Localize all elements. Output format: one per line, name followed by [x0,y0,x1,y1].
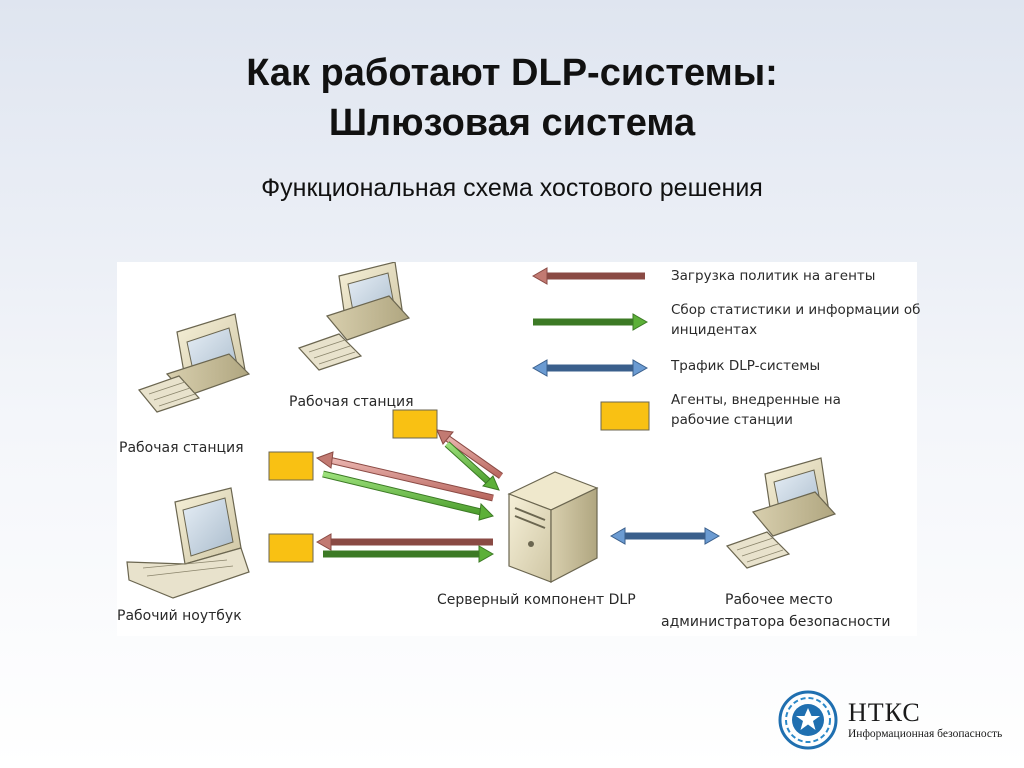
legend-traffic-arrow [531,359,649,377]
diagram-panel: Рабочая станция Рабочая станция Рабочий … [117,262,920,636]
admin-workstation-icon [725,457,837,569]
arrow-stats-top [444,441,500,491]
workstation-top-icon [297,262,411,371]
label-workstation-left: Рабочая станция [119,440,244,456]
legend-agent-swatch [600,401,650,431]
agent-laptop-box [268,533,314,563]
arrow-policy-left [315,451,494,502]
diagram-canvas [126,262,837,599]
server-icon [507,471,599,583]
label-laptop: Рабочий ноутбук [117,608,242,624]
arrow-stats-laptop [323,545,495,563]
slide-subtitle: Функциональная схема хостового решения [261,174,763,202]
laptop-icon [126,487,250,599]
logo-tagline: Информационная безопасность [848,728,1003,740]
label-server: Серверный компонент DLP [437,592,636,608]
label-admin-line2: администратора безопасности [661,614,891,630]
agent-left-box [268,451,314,481]
legend-agent-text: Агенты, внедренные на рабочие станции [671,392,841,428]
logo-name: НТКС [848,698,921,727]
slide-title-line2: Шлюзовая система [328,102,696,144]
workstation-left-icon [137,313,251,413]
legend-traffic-text: Трафик DLP-системы [671,358,821,374]
arrow-policy-laptop [315,533,493,551]
arrow-stats-left [322,470,494,521]
legend-stats-text: Сбор статистики и информации об инцидент… [671,302,921,338]
legend-policy-text: Загрузка политик на агенты [671,268,876,284]
arrow-traffic-admin [609,527,721,545]
label-admin-line1: Рабочее место [725,592,833,608]
agent-top-box [392,409,438,439]
label-workstation-top: Рабочая станция [289,394,414,410]
legend-stats-arrow [533,313,649,331]
company-logo: НТКС Информационная безопасность [778,690,1008,750]
logo-emblem-icon [778,690,838,750]
arrow-policy-top [436,429,504,479]
slide-title: Как работают DLP-системы: Шлюзовая систе… [0,48,1024,148]
slide-title-line1: Как работают DLP-системы: [246,52,778,94]
legend-policy-arrow [531,267,645,285]
